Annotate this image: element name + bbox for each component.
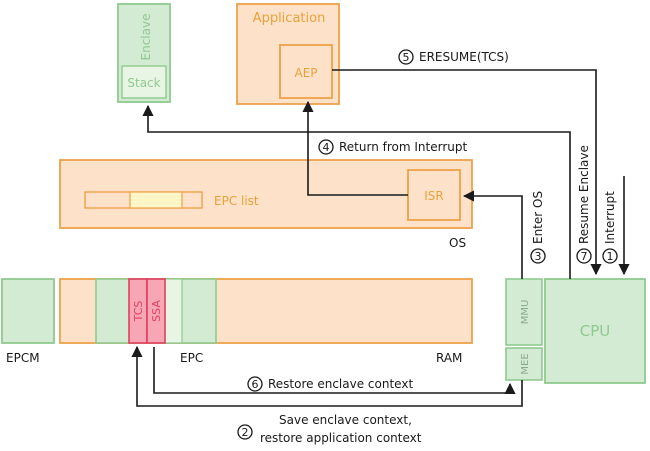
os-box: EPC list ISR OS xyxy=(59,159,473,250)
arrow-enter-os xyxy=(462,190,523,279)
application-title: Application xyxy=(253,11,326,26)
cpu-label: CPU xyxy=(580,322,611,340)
epc-label: EPC xyxy=(180,351,203,365)
epc-list-highlight xyxy=(129,191,183,209)
step-1-num: 1 xyxy=(607,250,614,263)
step-7: 7 Resume Enclave xyxy=(576,145,592,264)
step-2-num: 2 xyxy=(242,426,249,439)
step-1-text: Interrupt xyxy=(603,191,617,244)
step-2-line2: restore application context xyxy=(260,431,422,445)
ram-box: TCS SSA EPC RAM xyxy=(59,278,473,365)
step-7-text: Resume Enclave xyxy=(577,145,591,244)
aep-box xyxy=(279,44,333,99)
step-3-num: 3 xyxy=(535,250,542,263)
os-label: OS xyxy=(449,236,466,250)
arrow-eresume xyxy=(332,69,602,276)
step-4: 4 Return from Interrupt xyxy=(318,139,467,155)
arrow-restore-context xyxy=(153,347,516,395)
tcs-label: TCS xyxy=(132,301,145,323)
ssa-label: SSA xyxy=(150,300,163,322)
step-5-num: 5 xyxy=(403,51,410,64)
step-6-text: Restore enclave context xyxy=(268,377,413,391)
isr-label: ISR xyxy=(424,189,444,203)
epcm-box: EPCM xyxy=(1,278,55,365)
stack-label: Stack xyxy=(127,76,160,90)
mmu-label: MMU xyxy=(520,300,531,325)
isr-box xyxy=(407,169,461,221)
step-5-text: ERESUME(TCS) xyxy=(419,50,509,64)
ssa-slot xyxy=(146,278,166,344)
step-6: 6 Restore enclave context xyxy=(247,376,413,392)
ram-label: RAM xyxy=(436,351,462,365)
arrow-return-from-interrupt xyxy=(302,100,408,196)
enclave-title: Enclave xyxy=(139,14,153,61)
step-6-num: 6 xyxy=(252,378,259,391)
arrow-save-context xyxy=(131,345,523,407)
aep-label: AEP xyxy=(294,66,317,80)
step-4-text: Return from Interrupt xyxy=(339,140,467,154)
step-4-num: 4 xyxy=(323,141,330,154)
step-5: 5 ERESUME(TCS) xyxy=(398,49,509,65)
step-1: 1 Interrupt xyxy=(602,191,618,264)
application-box: Application AEP xyxy=(236,3,340,105)
step-7-num: 7 xyxy=(581,250,588,263)
step-2-line1: Save enclave context, xyxy=(279,413,412,427)
arrow-resume-enclave xyxy=(142,104,571,279)
mmu-box xyxy=(505,278,543,346)
cpu-box xyxy=(544,278,646,384)
mee-label: MEE xyxy=(520,353,531,374)
epc-list-label: EPC list xyxy=(214,194,259,208)
epcm-label: EPCM xyxy=(6,351,40,365)
step-2: 2 Save enclave context, restore applicat… xyxy=(237,413,422,445)
mee-box xyxy=(505,347,543,381)
cpu-group: MMU MEE CPU xyxy=(505,278,646,384)
step-3: 3 Enter OS xyxy=(530,191,546,264)
enclave-box: Enclave Stack xyxy=(117,3,171,103)
step-3-text: Enter OS xyxy=(531,191,545,244)
